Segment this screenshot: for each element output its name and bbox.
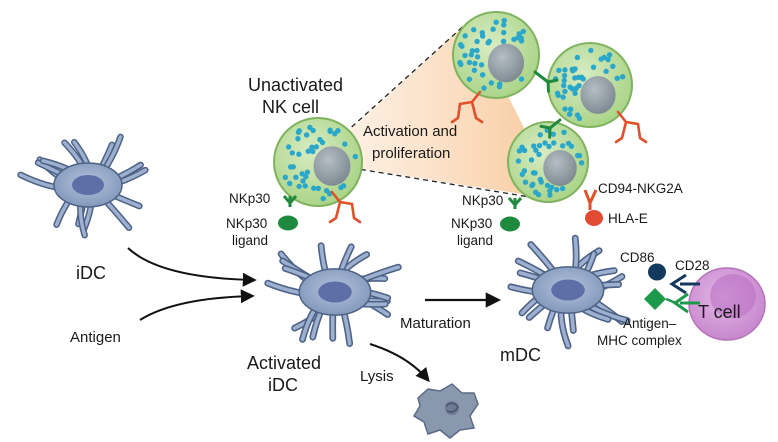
activated-label-1: Activated (247, 353, 321, 373)
idc-cell (17, 133, 149, 239)
nk-cell-proliferating-1 (452, 11, 540, 99)
activated-idc-cell-nucleus (318, 281, 352, 303)
mdc-label: mDC (500, 345, 541, 365)
antigen-label: Antigen (70, 329, 121, 346)
nkp30-receptor-right (507, 197, 523, 209)
nkp30-ligand-label-left-1: NKp30 (226, 216, 267, 231)
activated-label-2: iDC (268, 375, 298, 395)
hla-e-molecule (585, 210, 603, 226)
nk-cell-proliferating-3 (507, 121, 589, 203)
nk-cell-unactivated-nucleus (313, 146, 351, 186)
antigen-mhc-complex (644, 288, 666, 310)
lysis-label: Lysis (360, 368, 394, 385)
cd94-nkg2a-receptor (583, 189, 598, 210)
nkp30-ligand-left (278, 215, 298, 231)
antigen-mhc-label-2: MHC complex (597, 333, 682, 348)
antigen-mhc-label-1: Antigen– (623, 316, 677, 331)
nkp30-ligand-label-left-2: ligand (232, 233, 268, 248)
nkp30-ligand-label-right-2: ligand (457, 233, 493, 248)
nkp30-label-right: NKp30 (462, 193, 503, 208)
activation-cone (350, 20, 560, 200)
idc-label: iDC (76, 263, 106, 283)
nkp30-receptor-left (282, 195, 298, 207)
nkp30-ligand-label-right-1: NKp30 (451, 216, 492, 231)
mdc-cell-nucleus (551, 279, 585, 301)
cd94-label: CD94-NKG2A (598, 181, 683, 196)
lysed-idc (412, 383, 479, 439)
arrow-lysis (369, 343, 430, 383)
activation-label-1: Activation and (363, 123, 457, 140)
idc-cell-nucleus (72, 175, 104, 195)
cone-edge-bottom (351, 167, 549, 201)
nkp30-label-left: NKp30 (229, 191, 270, 206)
nkp30-ligand-right (500, 216, 520, 232)
t-cell-label: T cell (698, 302, 741, 322)
nkg2a-receptor-top (450, 90, 484, 124)
t-cell-nucleus (710, 274, 756, 318)
cd86-label: CD86 (620, 250, 655, 265)
arrow-antigen-to-activated (139, 289, 255, 321)
nk-interaction-receptor-1 (533, 70, 559, 93)
cd28-receptor (669, 273, 700, 295)
nkg2a-receptor-unactivated (328, 190, 362, 224)
activated-idc-cell (264, 242, 402, 347)
nk-cell-proliferating-3-nucleus (543, 150, 577, 186)
mhc-connector (665, 297, 677, 305)
activation-label-2: proliferation (372, 145, 450, 162)
nk-cell-proliferating-2 (547, 42, 633, 128)
nk-cell-proliferating-2-nucleus (580, 76, 616, 114)
mdc-cell (507, 234, 631, 350)
cd28-label: CD28 (675, 258, 710, 273)
cone-edge-top (344, 21, 469, 134)
nkg2a-receptor-side (614, 110, 648, 144)
unactivated-nk-label-2: NK cell (262, 97, 319, 117)
unactivated-nk-label-1: Unactivated (248, 75, 343, 95)
hla-e-label: HLA-E (608, 211, 648, 226)
nk-interaction-receptor-2 (539, 118, 562, 139)
maturation-label: Maturation (400, 315, 471, 332)
cd86-molecule (648, 263, 666, 281)
nk-cell-proliferating-1-nucleus (487, 43, 525, 83)
nk-cell-unactivated (273, 117, 363, 207)
arrow-idc-to-activated (127, 247, 257, 287)
